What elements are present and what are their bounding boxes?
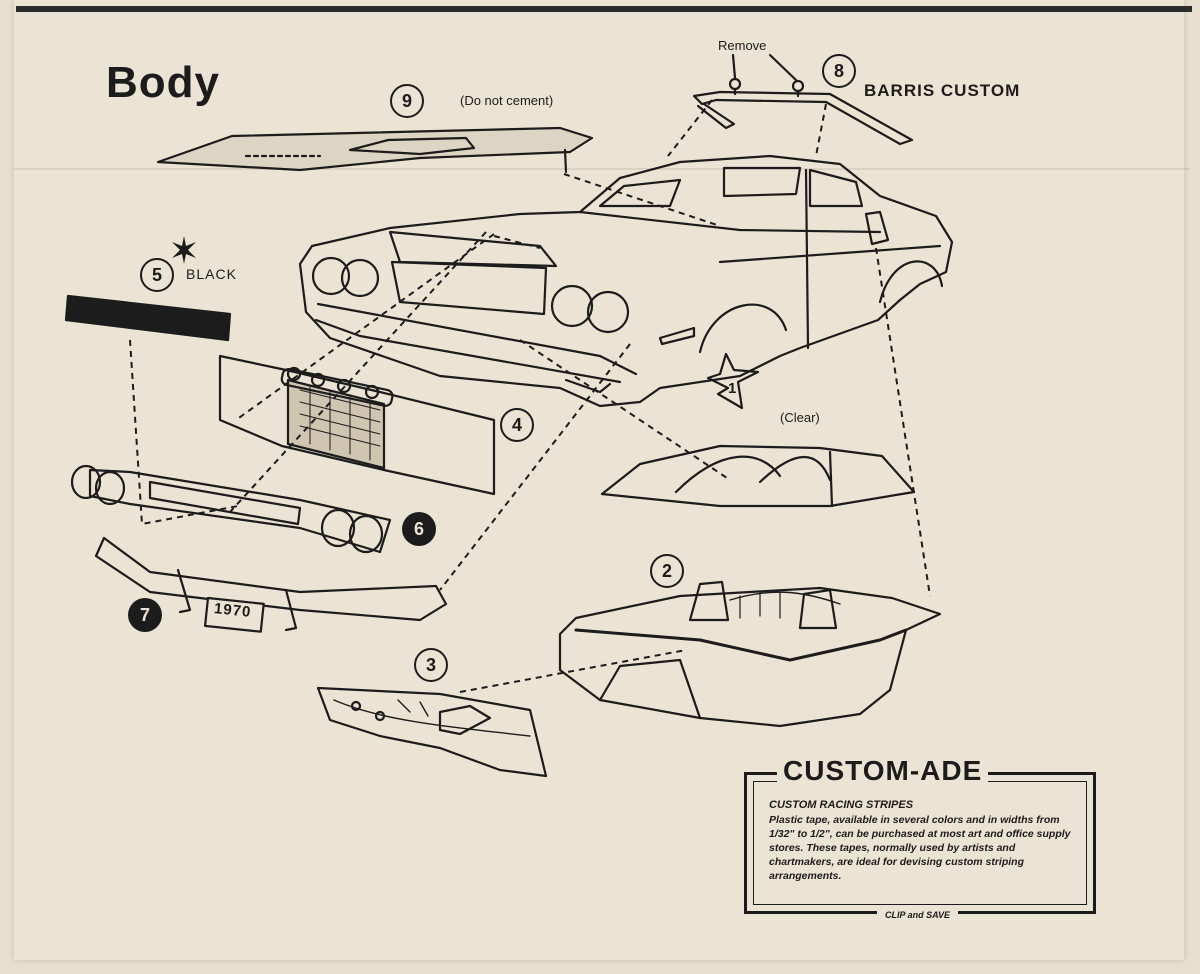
paper-fold	[14, 168, 1190, 170]
label-remove: Remove	[718, 38, 767, 53]
window-glass-part	[600, 352, 916, 508]
headlight-bezel-part	[70, 464, 392, 554]
page-title: Body	[106, 58, 220, 107]
part-number-6: 6	[402, 512, 436, 546]
black-strip-part	[64, 294, 232, 342]
part-number-5: 5	[140, 258, 174, 292]
car-body-shell	[298, 154, 954, 408]
label-do-not-cement: (Do not cement)	[460, 93, 554, 108]
hood-part	[156, 126, 594, 174]
bumper-part	[94, 536, 448, 633]
asterisk-icon	[172, 236, 196, 264]
assembly-guides	[129, 99, 931, 693]
dashboard-part	[316, 686, 548, 778]
part-number-3: 3	[414, 648, 448, 682]
interior-tub-part	[558, 580, 942, 728]
custom-ade-footer: CLIP and SAVE	[877, 910, 959, 920]
custom-ade-heading: CUSTOM RACING STRIPES	[769, 799, 914, 811]
label-clear: (Clear)	[780, 410, 820, 425]
part-number-2: 2	[650, 554, 684, 588]
top-rule	[16, 6, 1192, 12]
label-barris-custom: BARRIS CUSTOM	[864, 81, 1021, 100]
part-number-1: 1	[728, 380, 737, 397]
part-number-8: 8	[822, 54, 856, 88]
part-number-4: 4	[500, 408, 534, 442]
grille-panel-part	[218, 354, 496, 496]
custom-ade-box: CUSTOM-ADE CUSTOM RACING STRIPES Plastic…	[744, 755, 1096, 920]
part-number-7: 7	[128, 598, 162, 632]
custom-ade-title: CUSTOM-ADE	[777, 755, 989, 787]
roof-trim-part	[692, 53, 914, 146]
label-black: BLACK	[186, 266, 237, 282]
part-number-9: 9	[390, 84, 424, 118]
custom-ade-body: Plastic tape, available in several color…	[769, 814, 1071, 882]
